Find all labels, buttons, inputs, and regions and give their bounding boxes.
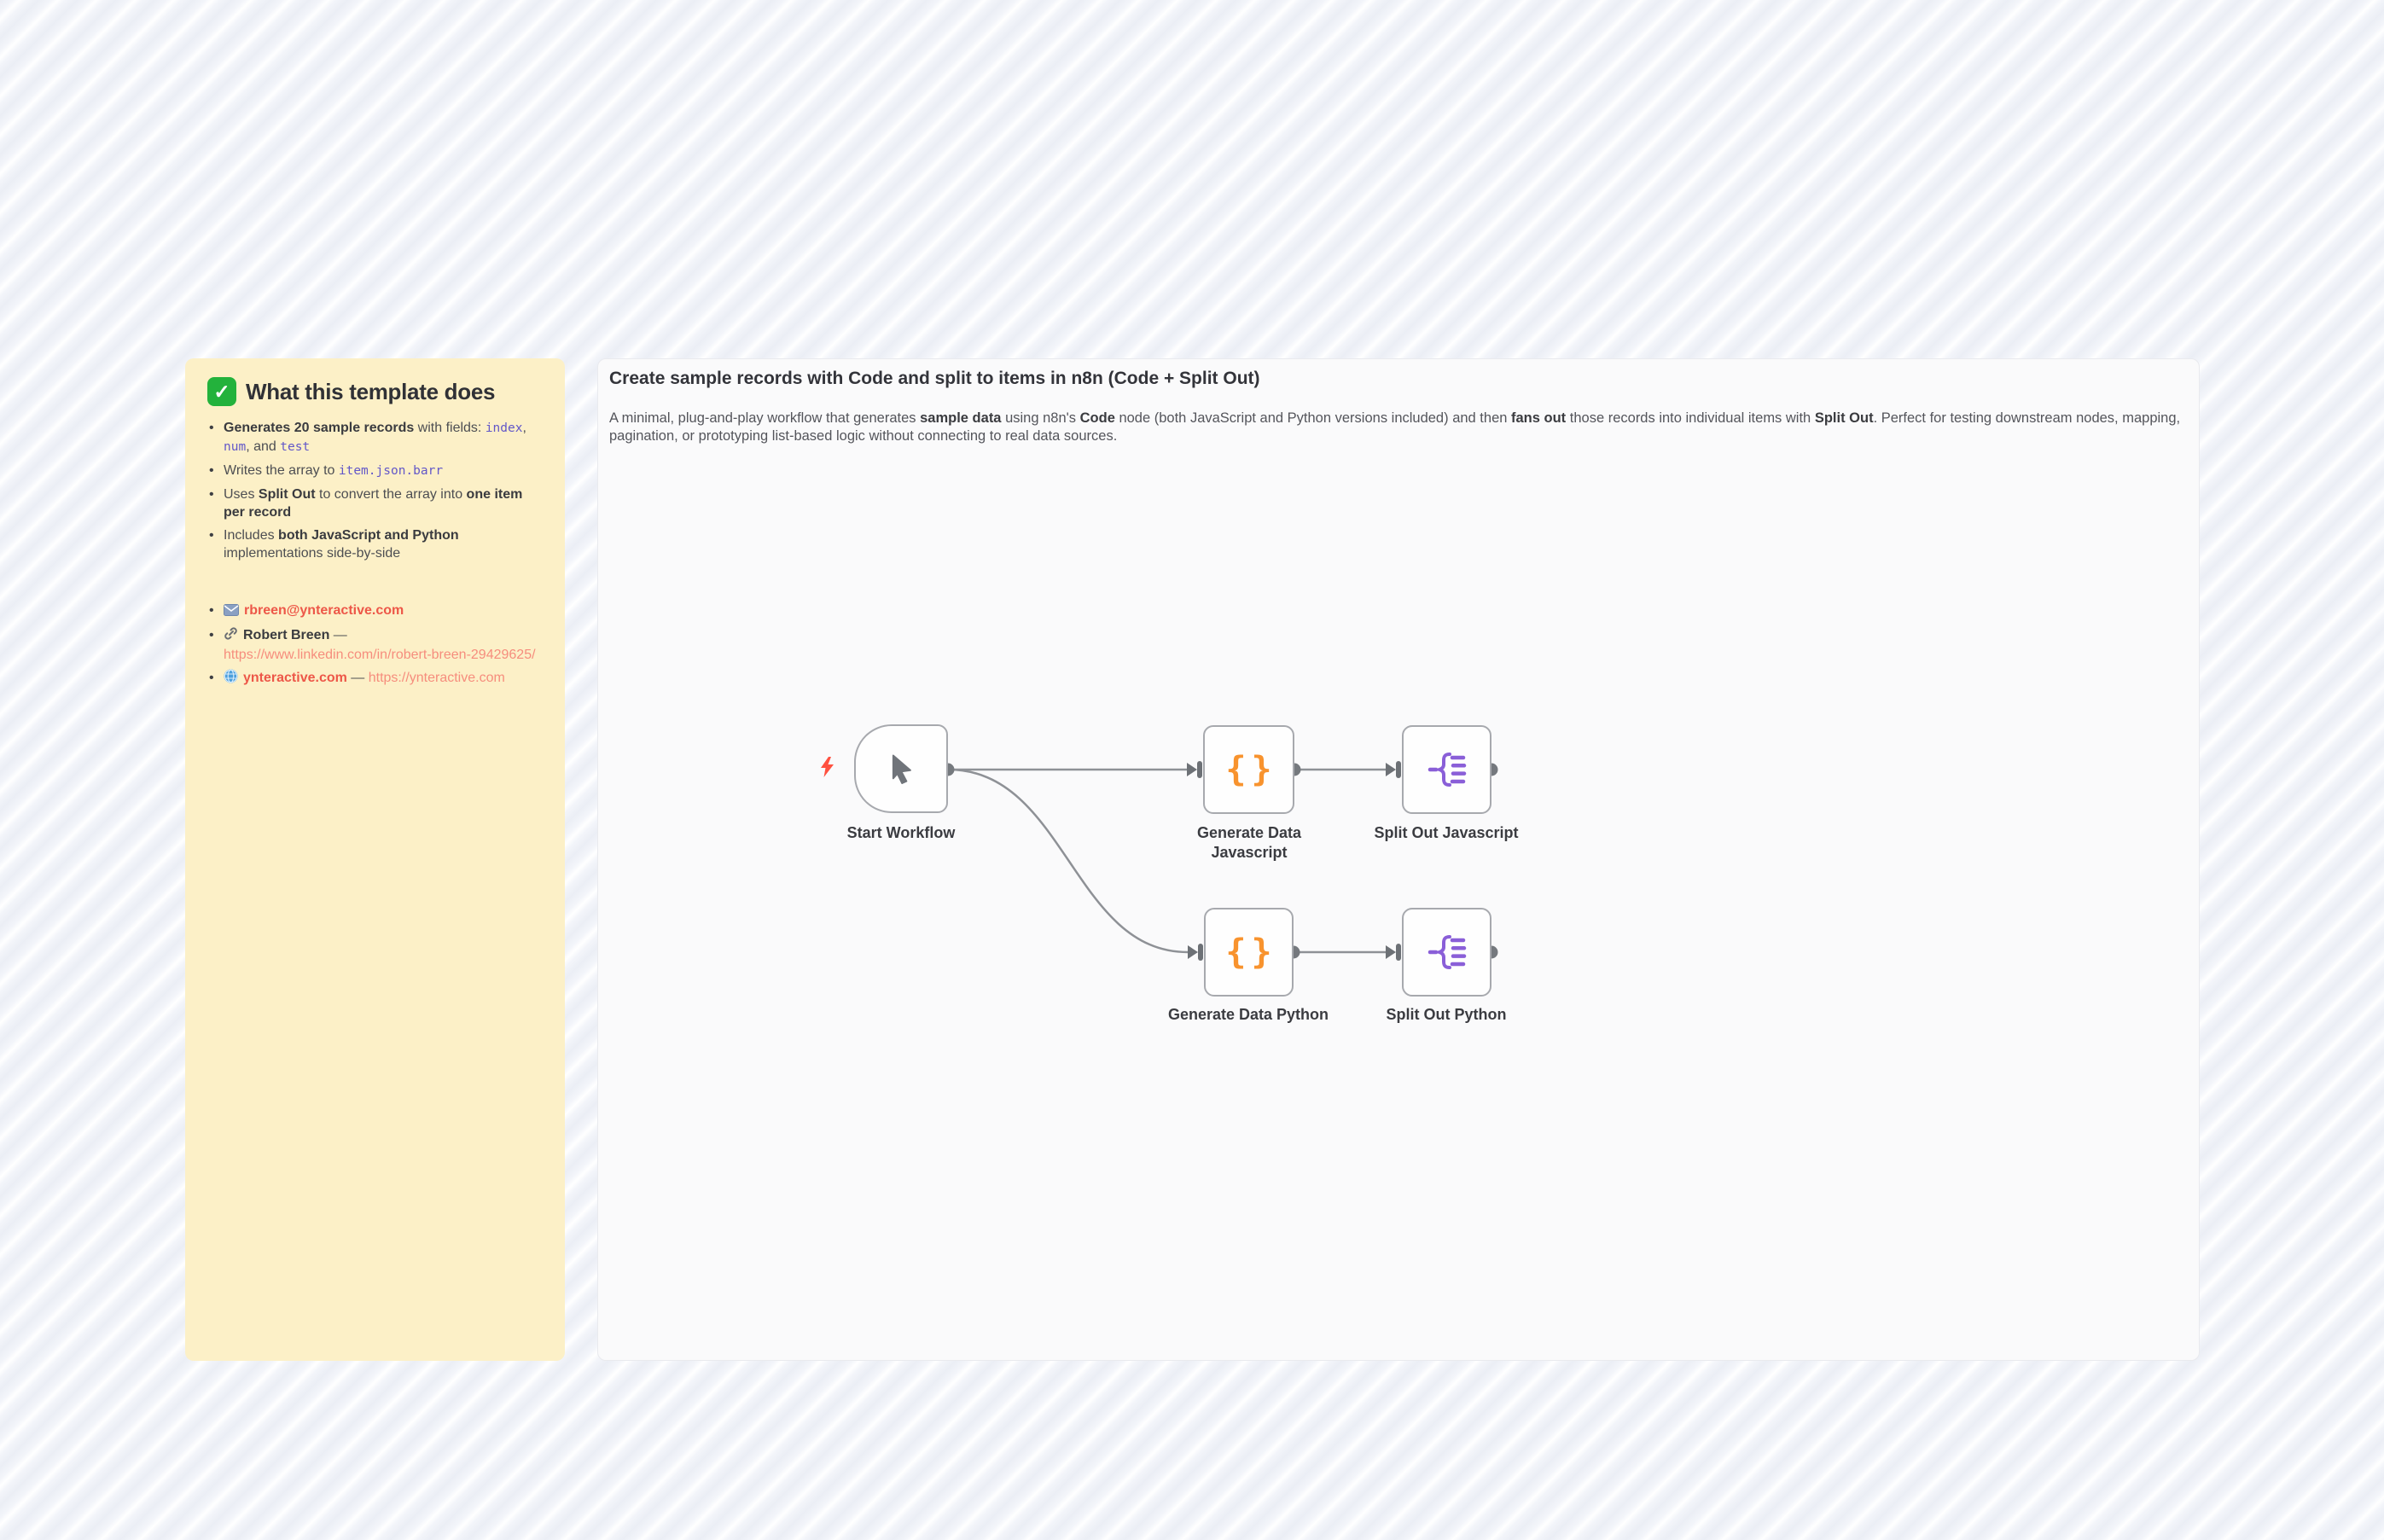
input-port-bar	[1396, 761, 1401, 778]
sticky-note-title: What this template does	[246, 378, 496, 404]
node-label-generate-data-python: Generate Data Python	[1167, 1006, 1329, 1023]
feature-text: both JavaScript and Python	[278, 528, 459, 543]
node-label-split-out-javascript: Split Out Javascript	[1374, 824, 1519, 841]
inline-code: index	[485, 421, 523, 435]
node-split-out-python[interactable]	[1402, 908, 1491, 997]
description-text: . Perfect for testing downstream nodes, …	[609, 410, 2181, 444]
website-link[interactable]: https://ynteractive.com	[368, 671, 505, 685]
code-braces-icon: {}	[1225, 750, 1277, 789]
feature-text: implementations side-by-side	[224, 546, 401, 561]
description-text: node (both JavaScript and Python version…	[1114, 410, 1512, 426]
feature-text: Writes the array to	[224, 463, 339, 478]
globe-icon	[224, 669, 238, 689]
feature-text: to convert the array into	[315, 487, 467, 502]
link-icon	[224, 626, 238, 646]
node-generate-data-javascript[interactable]: {}	[1203, 725, 1294, 814]
inline-code: test	[280, 440, 311, 454]
input-port-arrow	[1188, 945, 1198, 959]
code-braces-icon: {}	[1225, 933, 1277, 972]
page-title: Create sample records with Code and spli…	[609, 369, 1260, 388]
split-out-icon	[1427, 753, 1466, 787]
description-text: Code	[1079, 410, 1115, 426]
contact-item: Robert Breen — https://www.linkedin.com/…	[207, 626, 543, 664]
input-port-arrow	[1187, 763, 1197, 776]
description-text: those records into individual items with	[1566, 410, 1815, 426]
feature-item: Includes both JavaScript and Python impl…	[207, 526, 543, 562]
green-check-icon: ✓	[207, 377, 236, 406]
description-text: A minimal, plug-and-play workflow that g…	[609, 410, 921, 426]
feature-text: one item per record	[224, 487, 523, 520]
input-port-bar	[1197, 761, 1202, 778]
feature-text: ,	[522, 421, 526, 435]
separator: —	[346, 671, 369, 685]
sticky-note: ✓ What this template does Generates 20 s…	[185, 358, 565, 1361]
feature-item: Writes the array to item.json.barr	[207, 462, 543, 480]
linkedin-link[interactable]: https://www.linkedin.com/in/robert-breen…	[224, 648, 536, 662]
contact-list: rbreen@ynteractive.com Robert Breen — ht…	[207, 601, 543, 689]
sticky-note-header: ✓ What this template does	[207, 377, 543, 406]
feature-text: , and	[246, 439, 281, 454]
description-text: using n8n's	[1001, 410, 1080, 426]
node-generate-data-python[interactable]: {}	[1204, 908, 1294, 997]
workflow-preview-panel: Create sample records with Code and spli…	[597, 358, 2200, 1361]
node-label-start-workflow: Start Workflow	[846, 824, 956, 841]
node-split-out-javascript[interactable]	[1402, 725, 1491, 814]
node-start-workflow[interactable]	[854, 724, 948, 813]
input-port-arrow	[1386, 763, 1396, 776]
feature-item: Generates 20 sample records with fields:…	[207, 419, 543, 456]
split-out-icon	[1427, 935, 1466, 969]
feature-text: Includes	[224, 528, 279, 543]
node-label-split-out-python: Split Out Python	[1386, 1006, 1507, 1023]
description-text: fans out	[1511, 410, 1567, 426]
input-port-arrow	[1386, 945, 1396, 959]
author-name: Robert Breen	[243, 628, 330, 642]
connections-layer	[941, 761, 1498, 961]
feature-item: Uses Split Out to convert the array into…	[207, 485, 543, 521]
description-text: Split Out	[1814, 410, 1874, 426]
email-icon	[224, 603, 239, 621]
inline-code: num	[224, 440, 247, 454]
description-text: sample data	[920, 410, 1002, 426]
feature-text: Uses	[224, 487, 259, 502]
feature-text: Split Out	[258, 487, 316, 502]
website-name[interactable]: ynteractive.com	[243, 671, 347, 685]
input-port-bar	[1396, 944, 1401, 961]
page-description: A minimal, plug-and-play workflow that g…	[609, 410, 2193, 445]
feature-text: Generates 20 sample records	[224, 421, 415, 435]
email-link[interactable]: rbreen@ynteractive.com	[244, 603, 404, 618]
feature-list: Generates 20 sample records with fields:…	[207, 419, 543, 562]
separator: —	[329, 628, 347, 642]
node-label-generate-data-javascript: Generate Data Javascript	[1196, 824, 1302, 861]
trigger-bolt-icon	[821, 757, 834, 777]
contact-item: ynteractive.com — https://ynteractive.co…	[207, 669, 543, 689]
connection-start-to-generate-python	[947, 768, 1189, 954]
contact-item: rbreen@ynteractive.com	[207, 601, 543, 621]
input-port-bar	[1198, 944, 1203, 961]
inline-code: item.json.barr	[338, 464, 444, 478]
feature-text: with fields:	[414, 421, 486, 435]
cursor-icon	[892, 754, 911, 784]
